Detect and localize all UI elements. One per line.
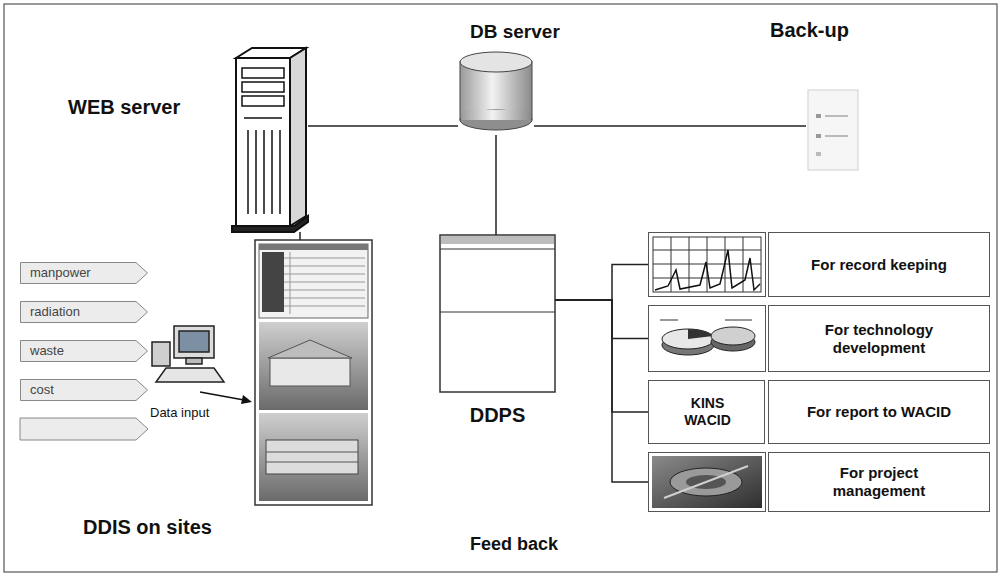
text-holder: For report to WACID: [772, 380, 986, 444]
icon-frame: [649, 453, 766, 512]
icon-frame: [649, 233, 766, 297]
input-arrow: waste: [20, 340, 148, 362]
connector: [555, 265, 648, 301]
arrow-label: Data input: [150, 405, 209, 421]
output-label: For project management: [799, 464, 959, 500]
node-label: DDPS: [440, 403, 555, 427]
connector-line: [495, 135, 497, 235]
ddps-node: DDPS: [440, 235, 555, 392]
output-label: For record keeping: [811, 256, 947, 274]
text-holder: For record keeping: [772, 232, 986, 297]
computer-icon: [152, 326, 224, 382]
arrow-outline: [21, 341, 148, 362]
output-row: For record keeping: [648, 232, 990, 297]
output-row: For report to WACID KINS WACID: [648, 380, 990, 444]
output-label: For technology development: [799, 321, 959, 357]
kins-label: KINS WACID: [678, 395, 738, 429]
server-tower: [232, 48, 308, 232]
node-label: Back-up: [770, 18, 849, 42]
input-arrow: [20, 418, 148, 440]
input-label: manpower: [30, 262, 91, 284]
icon-frame: [649, 306, 766, 372]
ddis-panel: [255, 240, 372, 505]
ddis-node: DDIS on sites: [255, 240, 372, 505]
db-server-node: DB server: [458, 50, 534, 135]
connector-line: [555, 300, 648, 339]
caption-label: Feed back: [470, 533, 558, 555]
connector-line: [308, 125, 458, 127]
connector: [534, 126, 806, 127]
connector-line: [534, 125, 806, 127]
backup-icon: [808, 90, 858, 170]
node-label: DB server: [470, 20, 560, 44]
kins-box: KINS WACID: [648, 380, 765, 444]
node-outline: [648, 305, 990, 372]
text-holder: For project management: [772, 452, 986, 512]
output-label: For report to WACID: [807, 403, 951, 421]
photo-icon: [652, 456, 762, 508]
ddps-window: [440, 235, 555, 392]
input-arrow: manpower: [20, 262, 148, 284]
text-holder: KINS WACID: [653, 381, 762, 443]
node-label: WEB server: [68, 95, 180, 119]
pie-chart-icon: [653, 310, 761, 367]
connector-line: [299, 232, 301, 240]
node-label: DDIS on sites: [83, 515, 212, 539]
input-arrow: radiation: [20, 301, 148, 323]
text-frame: [769, 306, 990, 372]
arrow-outline: [21, 263, 148, 284]
node-outline: [648, 452, 990, 512]
input-label: cost: [30, 379, 54, 401]
connector-line: [555, 300, 648, 412]
text-frame: [769, 453, 990, 512]
web-server-node: WEB server: [228, 45, 308, 232]
database-cylinder: [460, 52, 532, 130]
input-label: waste: [30, 340, 64, 362]
connector-line: [555, 265, 648, 301]
input-label: radiation: [30, 301, 80, 323]
connector: [300, 232, 301, 240]
connector: [555, 300, 648, 482]
input-arrow: cost: [20, 379, 148, 401]
connector: [496, 135, 497, 235]
connector: [555, 300, 648, 339]
frame: [4, 4, 997, 572]
data-input-arrow: [200, 392, 252, 404]
connector: [308, 126, 458, 127]
connector-line: [555, 300, 648, 482]
text-holder: For technology development: [772, 305, 986, 372]
text-frame: [769, 233, 990, 297]
connector: [555, 300, 648, 412]
chart-icon: [653, 237, 761, 292]
output-row: For project management: [648, 452, 990, 512]
backup-node: Back-up: [806, 88, 862, 172]
text-frame: [769, 381, 990, 444]
arrow-outline: [21, 380, 148, 401]
output-row: For technology development: [648, 305, 990, 372]
arrow-outline: [21, 302, 148, 323]
